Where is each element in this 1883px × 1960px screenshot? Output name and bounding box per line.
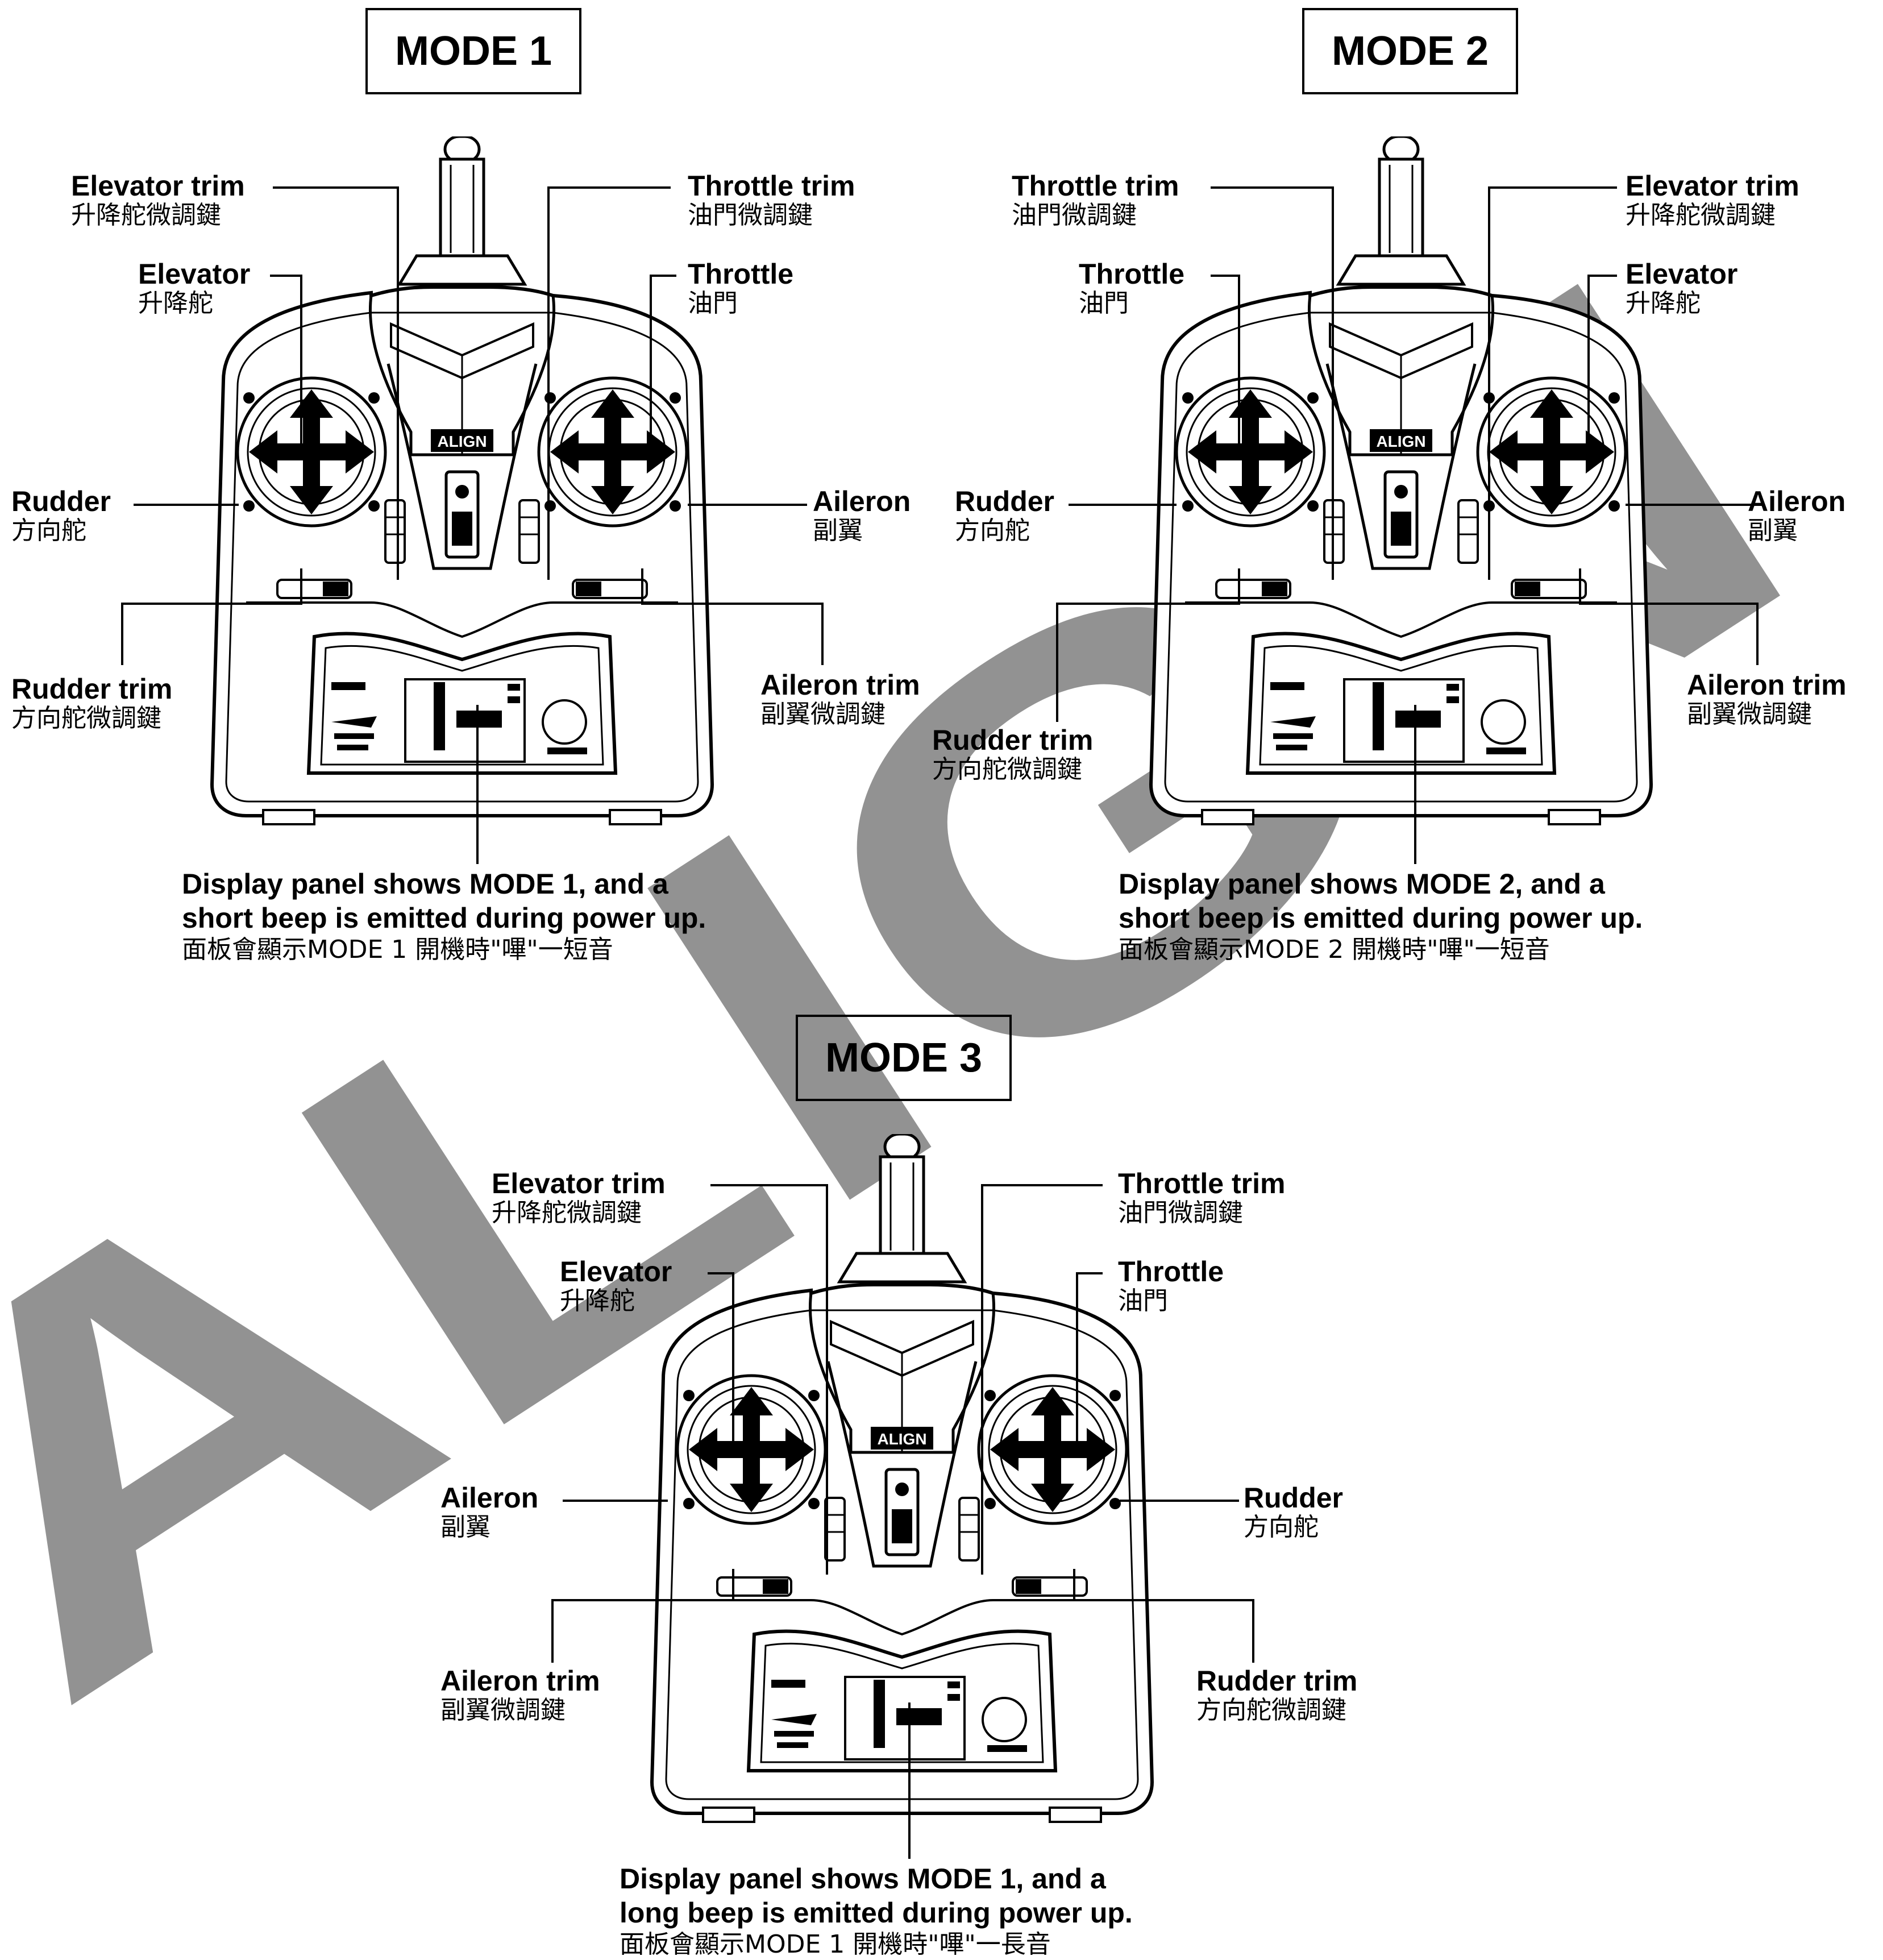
mode-3-title: MODE 3 bbox=[796, 1015, 1012, 1101]
mode-1-title: MODE 1 bbox=[365, 8, 581, 94]
mode-2-title: MODE 2 bbox=[1302, 8, 1518, 94]
